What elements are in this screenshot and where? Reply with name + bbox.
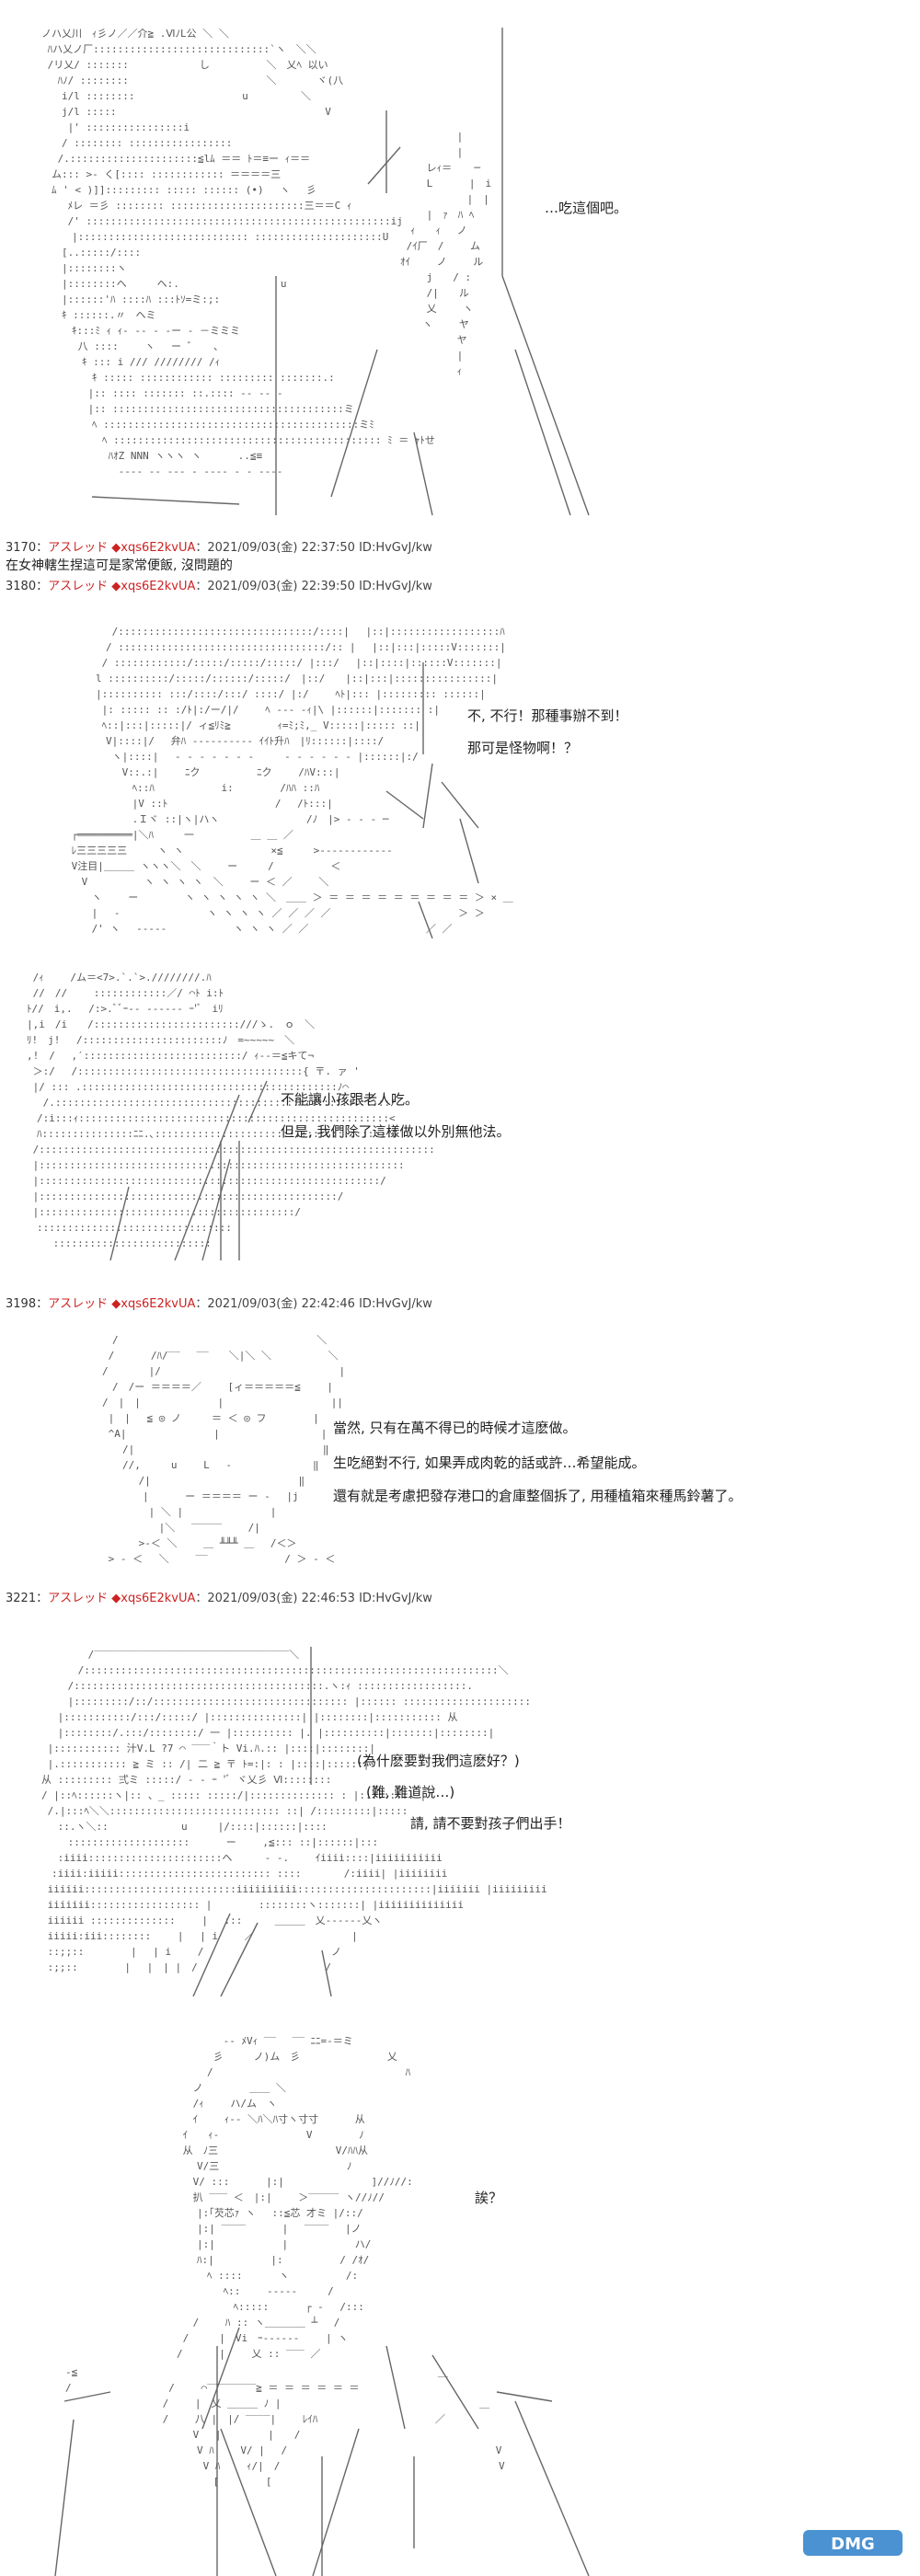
poster-name[interactable]: アスレッド — [48, 580, 109, 593]
poster-name[interactable]: アスレッド — [48, 541, 109, 555]
dialogue-line: 但是, 我們除了這樣做以外別無他法。 — [281, 1123, 511, 1140]
panel-6: 3221：アスレッド ◆xqs6E2kvUA：2021/09/03(金) 22:… — [0, 1592, 920, 1997]
poster-trip: ◆xqs6E2kvUA — [111, 580, 196, 593]
post-id[interactable]: ID:HvGvJ/kw — [359, 580, 432, 593]
aa-art-man-with-food: ノハ乂川 ｨ彡ノ／／介≧ .ⅥﾉL公 ＼ ＼ ﾊハ乂ノ厂::::::::::::… — [41, 28, 435, 477]
aa-art-frightened-man: /::::::::::::::::::::::::::::::::/::::| … — [71, 626, 513, 935]
dialogue-line: 不能讓小孩跟老人吃。 — [281, 1091, 420, 1108]
post-header: 3221：アスレッド ◆xqs6E2kvUA：2021/09/03(金) 22:… — [6, 1592, 432, 1606]
aa-line-art — [91, 28, 590, 516]
post-id[interactable]: ID:HvGvJ/kw — [359, 1297, 432, 1311]
dialogue-line: 那可是怪物啊！？ — [467, 740, 579, 756]
dialogue-line: 請, 請不要對孩子們出手！ — [410, 1815, 571, 1832]
dialogue-line: 不, 不行！那種事辦不到！ — [467, 707, 628, 724]
dialogue-line: (難, 難道說…) — [366, 1784, 455, 1800]
dialogue-line: 當然, 只有在萬不得已的時候才這麽做。 — [333, 1420, 577, 1436]
aa-art-body-right: | | レｨ＝ ─ L | i | | | ｧ ﾊ ﾍ ｨ ｨ ノ /ｲ厂 / … — [399, 131, 492, 377]
post-date: ：2021/09/03(金) 22:39:50 — [195, 580, 355, 593]
post-header: 3170：アスレッド ◆xqs6E2kvUA：2021/09/03(金) 22:… — [6, 541, 432, 556]
site-watermark: DMG — [802, 2526, 903, 2559]
post-date: ：2021/09/03(金) 22:46:53 — [195, 1592, 355, 1605]
post-date: ：2021/09/03(金) 22:42:46 — [195, 1297, 355, 1311]
aa-art-man-surprised: ‐‐ ﾒVｨ ‾‾ ‾‾ ﾆﾆ=-＝ミ 彡 ノ)ム 彡 乂 / ﾊ ノ ＿＿ ＼… — [176, 2035, 413, 2360]
post-id[interactable]: ID:HvGvJ/kw — [359, 1592, 432, 1605]
aa-art-woman: /ｨ /ム＝<7>.`.`>.////////.ﾊ // // ::::::::… — [17, 972, 435, 1249]
aa-line-art — [385, 662, 479, 939]
panel-1: ノハ乂川 ｨ彡ノ／／介≧ .ⅥﾉL公 ＼ ＼ ﾊハ乂ノ厂::::::::::::… — [0, 0, 920, 534]
post-body: 在女神轄生捏這可是家常便飯, 沒問題的 — [6, 558, 233, 573]
watermark-logo-icon: DMG — [803, 2530, 903, 2556]
panel-3: 3180：アスレッド ◆xqs6E2kvUA：2021/09/03(金) 22:… — [0, 580, 920, 948]
aa-art-bottom-shapes: ‐≦ ＿ / / ⌒‾‾‾‾‾‾‾‾≧ ＝ ＝ ＝ ＝ ＝ ＝ / | 乂 ＿＿… — [64, 2366, 505, 2488]
poster-trip: ◆xqs6E2kvUA — [111, 1297, 196, 1311]
post-header: 3198：アスレッド ◆xqs6E2kvUA：2021/09/03(金) 22:… — [6, 1297, 432, 1312]
aa-art-woman-worried: /‾‾‾‾‾‾‾‾‾‾‾‾‾‾‾‾‾‾‾‾‾‾‾‾‾‾‾‾‾‾‾‾＼ /::::… — [40, 1649, 547, 1973]
svg-text:DMG: DMG — [831, 2535, 875, 2554]
aa-line-art — [54, 2327, 590, 2576]
aa-line-art — [109, 1080, 268, 1261]
post-number: 3198： — [6, 1297, 49, 1311]
panel-5: 3198：アスレッド ◆xqs6E2kvUA：2021/09/03(金) 22:… — [0, 1297, 920, 1582]
dialogue-line: 生吃絕對不行, 如果弄成肉乾的話或許…希望能成。 — [333, 1455, 646, 1471]
dialogue-line: …吃這個吧。 — [545, 200, 628, 216]
poster-name[interactable]: アスレッド — [48, 1592, 109, 1605]
post-header: 3180：アスレッド ◆xqs6E2kvUA：2021/09/03(金) 22:… — [6, 580, 432, 594]
post-number: 3180： — [6, 580, 49, 593]
panel-7: ‐‐ ﾒVｨ ‾‾ ‾‾ ﾆﾆ=-＝ミ 彡 ノ)ム 彡 乂 / ﾊ ノ ＿＿ ＼… — [0, 1996, 920, 2576]
post-date: ：2021/09/03(金) 22:37:50 — [195, 541, 355, 555]
poster-trip: ◆xqs6E2kvUA — [111, 541, 196, 555]
post-number: 3221： — [6, 1592, 49, 1605]
dialogue-line: (為什麽要對我們這麽好？) — [357, 1753, 520, 1769]
dialogue-line: 誒？ — [475, 2190, 503, 2206]
dialogue-line: 還有就是考慮把發存港口的倉庫整個拆了, 用種植箱來種馬鈴薯了。 — [333, 1488, 742, 1504]
poster-name[interactable]: アスレッド — [48, 1297, 109, 1311]
poster-trip: ◆xqs6E2kvUA — [111, 1592, 196, 1605]
panel-4: /ｨ /ム＝<7>.`.`>.////////.ﾊ // // ::::::::… — [0, 957, 920, 1270]
post-id[interactable]: ID:HvGvJ/kw — [359, 541, 432, 555]
aa-line-art — [192, 1647, 332, 1997]
panel-2: 3170：アスレッド ◆xqs6E2kvUA：2021/09/03(金) 22:… — [0, 534, 920, 589]
aa-art-man-calm: / ＼ / /ﾊ/‾‾ ‾‾ ＼|＼ ＼ ＼ / |/ | / /ー ＝＝＝＝／… — [101, 1334, 346, 1565]
post-number: 3170： — [6, 541, 49, 555]
